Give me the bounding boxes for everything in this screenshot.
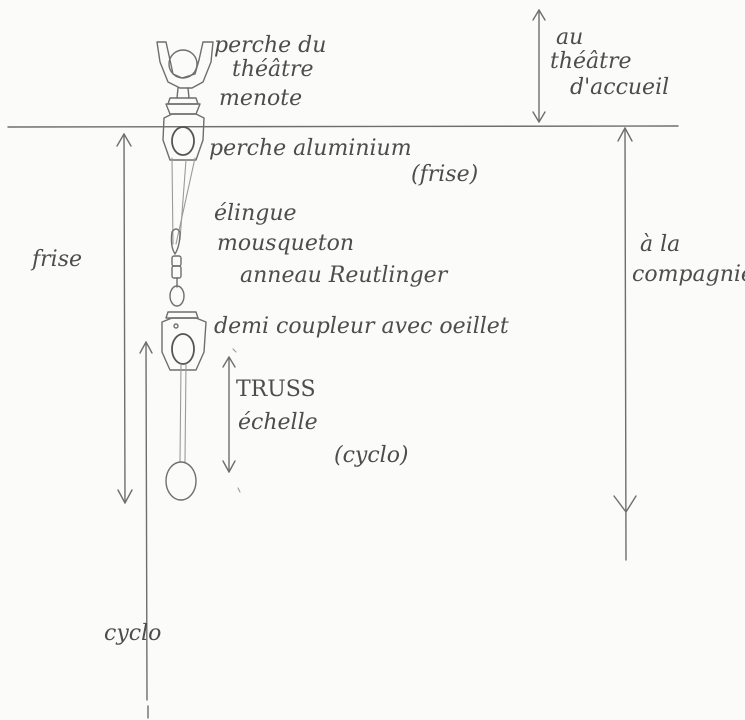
- label-anneau-reutlinger: anneau Reutlinger: [240, 263, 449, 288]
- arrow-compagnie: [613, 127, 637, 561]
- label-cyclo: cyclo: [104, 621, 161, 646]
- carabiner-chain-icon: [169, 228, 185, 307]
- label-cyclo-paren: (cyclo): [334, 443, 409, 468]
- label-theatre-accueil: théâtre: [550, 49, 632, 74]
- label-perche-du: perche du: [214, 33, 326, 58]
- label-demi-coupleur: demi coupleur avec oeillet: [214, 314, 509, 339]
- stage-grid-line: [7, 125, 679, 128]
- label-au: au: [556, 25, 583, 50]
- theatre-pipe-clamp-icon: [156, 41, 214, 99]
- label-daccueil: d'accueil: [570, 75, 669, 100]
- label-menote: menote: [219, 86, 302, 111]
- aluminium-pipe-clamp-icon: [162, 113, 205, 161]
- label-frise-paren: (frise): [411, 162, 478, 187]
- label-mousqueton: mousqueton: [217, 231, 354, 256]
- arrow-frise: [116, 133, 133, 504]
- arrow-theatre-accueil: [532, 9, 546, 123]
- label-theatre: théâtre: [232, 57, 314, 82]
- arrow-cyclo: [139, 341, 153, 719]
- arrow-truss: [222, 348, 241, 493]
- label-a-la: à la: [640, 232, 680, 257]
- label-echelle: échelle: [238, 410, 318, 435]
- label-truss: TRUSS: [236, 377, 316, 402]
- label-perche-aluminium: perche aluminium: [209, 136, 412, 161]
- label-elingue: élingue: [214, 201, 297, 226]
- menote-coupler-icon: [165, 97, 201, 115]
- half-coupler-icon: [161, 311, 207, 371]
- truss-pipe: [165, 363, 197, 501]
- sling-lines: [171, 157, 196, 245]
- label-compagnie: compagnie: [632, 262, 745, 287]
- label-frise: frise: [30, 247, 82, 272]
